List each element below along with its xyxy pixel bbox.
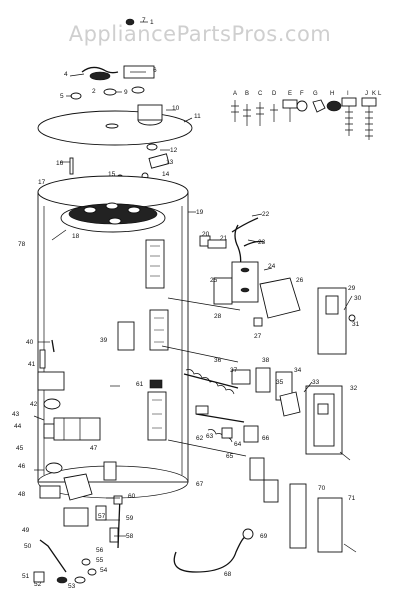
part-callout: 28 [214,313,222,320]
part-callout: 13 [166,159,174,166]
part-callout: 5 [60,93,64,100]
part-callout: 25 [210,277,218,284]
hardware-letter: I [347,91,349,97]
part-callout: 7 [142,17,146,24]
part-callout: 57 [98,513,106,520]
part-callout: 20 [202,231,210,238]
part-callout: 62 [196,435,204,442]
power-cord [173,528,254,573]
part-callout: 70 [318,485,326,492]
upper-controls [199,217,356,355]
part-callout: 29 [348,285,356,292]
part-callout: 11 [194,113,201,120]
lower-controls [183,367,343,553]
part-callout: 9 [124,89,128,96]
part-callout: 51 [22,573,30,580]
hardware-letter: L [378,91,382,97]
part-callout: 71 [348,495,356,502]
part-callout: 36 [214,357,222,364]
part-callout: 19 [196,209,204,216]
part-callout: 44 [14,423,22,430]
part-callout: 23 [258,239,266,246]
part-callout: 33 [312,379,320,386]
part-callout: 6 [153,67,157,74]
part-callout: 16 [56,160,64,167]
hardware-letter: J [365,91,368,97]
hardware-letter: K [372,91,376,97]
part-callout: 58 [126,533,134,540]
part-callout: 26 [296,277,304,284]
hardware-letter: H [330,91,334,97]
part-callout: 46 [18,463,26,470]
part-callout: 42 [30,401,38,408]
hardware-letter: F [300,91,304,97]
part-callout: 45 [16,445,24,452]
hardware-letter: E [288,91,292,97]
part-callout: 55 [96,557,104,564]
part-callout: 35 [276,379,284,386]
part-callout: 30 [354,295,362,302]
hardware-letter: G [313,91,318,97]
top-cover [37,104,193,169]
part-callout: 17 [38,179,46,186]
drain-valve-assembly [33,339,123,584]
part-callout: 52 [34,581,42,588]
part-callout: 39 [100,337,108,344]
part-callout: 41 [28,361,36,368]
part-callout: 14 [162,171,170,178]
leader-lines [33,21,357,553]
part-callout: 69 [260,533,268,540]
part-callout: 40 [26,339,34,346]
top-hardware [70,18,155,100]
hardware-letter: A [233,91,237,97]
part-callout: 47 [90,445,98,452]
part-callout: 78 [18,241,26,248]
part-callout: 15 [108,171,116,178]
part-callout: 60 [128,493,136,500]
part-callout: 65 [226,453,234,460]
part-callout: 21 [220,235,228,242]
part-callout: 24 [268,263,276,270]
part-callout: 22 [262,211,270,218]
part-callout: 54 [100,567,108,574]
part-callout: 64 [234,441,242,448]
part-callout: 43 [12,411,20,418]
part-callout: 31 [352,321,360,328]
part-callout: 67 [196,481,204,488]
part-callout: 10 [172,105,180,112]
hardware-letter: D [272,91,277,97]
part-callout: 59 [126,515,134,522]
part-callout: 68 [224,571,232,578]
part-callout: 4 [64,71,68,78]
part-callout: 50 [24,543,32,550]
part-callout: 66 [262,435,270,442]
part-callout: 48 [18,491,26,498]
part-callout: 49 [22,527,30,534]
part-callout: 27 [254,333,262,340]
hardware-row [231,97,377,140]
watermark-text: AppliancePartsPros.com [69,22,332,46]
part-callout: 12 [170,147,178,154]
hardware-letter: C [258,91,263,97]
part-callout: 37 [230,367,238,374]
part-callout: 38 [262,357,270,364]
part-callout: 2 [92,88,96,95]
tank-openings [117,239,169,441]
part-callout: 1 [150,19,154,26]
part-callout: 53 [68,583,76,590]
part-callout: 32 [350,385,358,392]
hardware-letter: B [245,91,249,97]
part-callout: 61 [136,381,144,388]
part-callout: 56 [96,547,104,554]
part-callout: 34 [294,367,302,374]
part-callout: 63 [206,433,214,440]
part-callout: 18 [72,233,80,240]
